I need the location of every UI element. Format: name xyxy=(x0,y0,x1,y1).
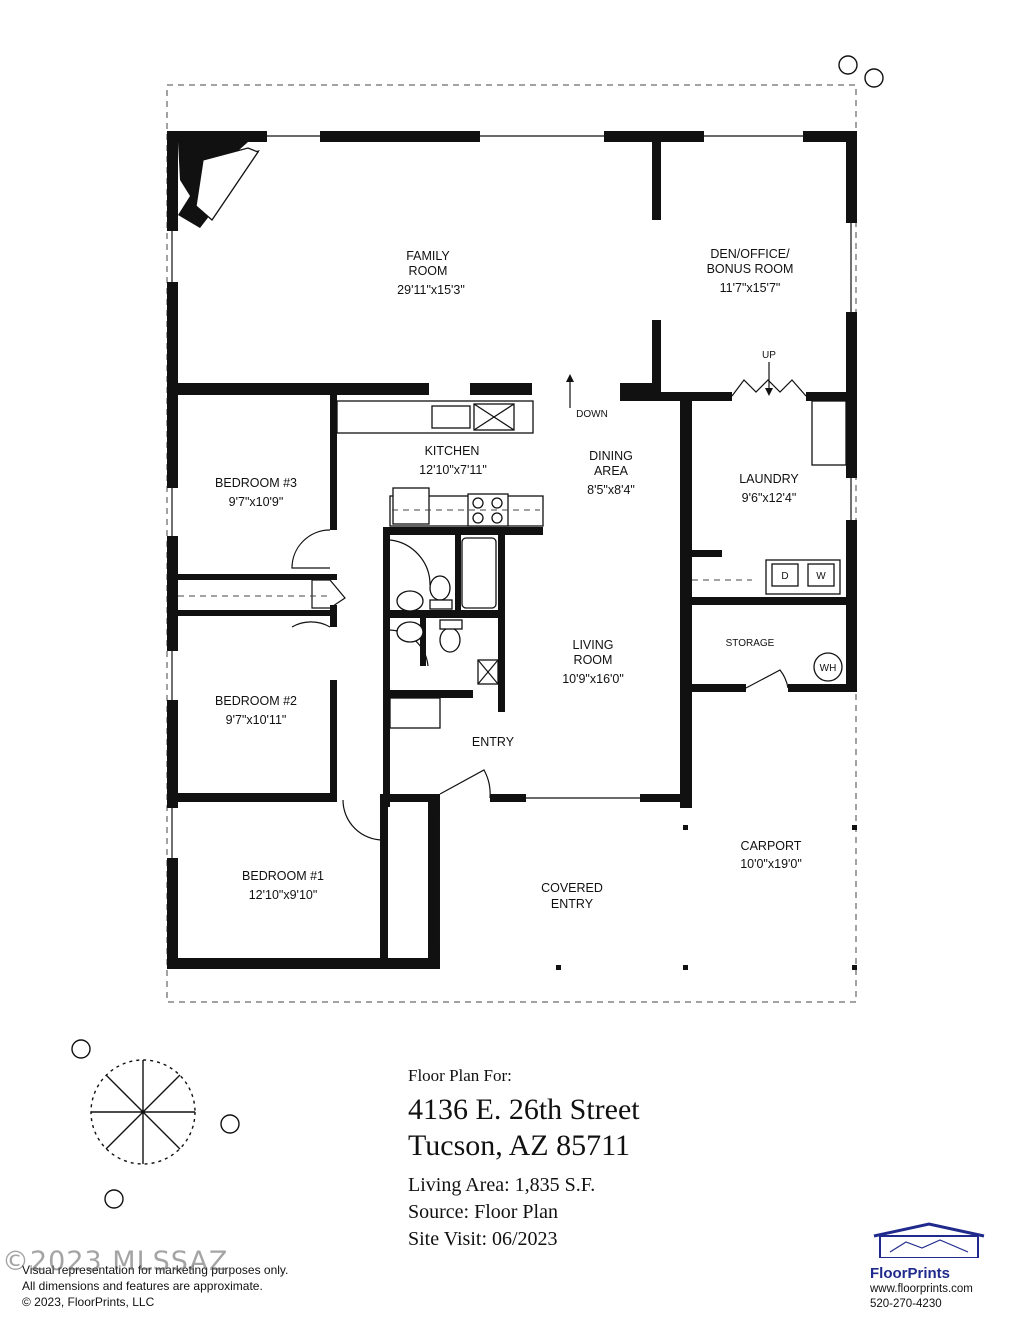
address-line-2: Tucson, AZ 85711 xyxy=(408,1129,630,1162)
dryer-marker: D xyxy=(781,571,788,582)
landscape-trees xyxy=(71,55,884,1209)
down-marker: DOWN xyxy=(576,409,608,420)
floorprints-logo: FloorPrints www.floorprints.com 520-270-… xyxy=(870,1222,1010,1312)
bedroom2-dims: 9'7"x10'11" xyxy=(226,713,287,727)
door-swings xyxy=(291,379,807,950)
water-heater-marker: WH xyxy=(820,663,837,674)
disclaimer-line-1: Visual representation for marketing purp… xyxy=(22,1263,289,1277)
up-marker: UP xyxy=(762,350,776,361)
fixtures xyxy=(178,362,847,729)
source: Source: Floor Plan xyxy=(408,1201,558,1223)
site-visit: Site Visit: 06/2023 xyxy=(408,1228,558,1250)
den-room-dims: 11'7"x15'7" xyxy=(720,281,781,295)
covered-entry-name-2: ENTRY xyxy=(551,897,594,911)
carport-dims: 10'0"x19'0" xyxy=(740,857,802,871)
bedroom2-name: BEDROOM #2 xyxy=(215,694,297,708)
kitchen-dims: 12'10"x7'11" xyxy=(419,463,487,477)
living-room-name-2: ROOM xyxy=(574,653,613,667)
covered-entry-name: COVERED xyxy=(541,881,603,895)
website[interactable]: www.floorprints.com xyxy=(870,1283,973,1295)
bedroom1-name: BEDROOM #1 xyxy=(242,869,324,883)
entry-name: ENTRY xyxy=(472,735,515,749)
washer-marker: W xyxy=(816,571,826,582)
living-area: Living Area: 1,835 S.F. xyxy=(408,1174,596,1196)
room-labels: FAMILY ROOM 29'11"x15'3" DEN/OFFICE/ BON… xyxy=(215,247,836,911)
interior-walls xyxy=(167,142,857,969)
carport-name: CARPORT xyxy=(741,839,802,853)
living-room-dims: 10'9"x16'0" xyxy=(562,672,624,686)
floor-plan-intro: Floor Plan For: xyxy=(408,1066,512,1085)
bedroom3-name: BEDROOM #3 xyxy=(215,476,297,490)
laundry-dims: 9'6"x12'4" xyxy=(742,491,797,505)
family-room-name: FAMILY xyxy=(406,249,450,263)
laundry-name: LAUNDRY xyxy=(739,472,799,486)
disclaimer-line-2: All dimensions and features are approxim… xyxy=(22,1279,263,1293)
bedroom1-dims: 12'10"x9'10" xyxy=(249,888,318,902)
den-room-name-2: BONUS ROOM xyxy=(707,262,794,276)
address-line-1: 4136 E. 26th Street xyxy=(408,1093,640,1126)
dining-name-2: AREA xyxy=(594,464,629,478)
family-room-name-2: ROOM xyxy=(409,264,448,278)
bedroom3-dims: 9'7"x10'9" xyxy=(229,495,284,509)
copyright: © 2023, FloorPrints, LLC xyxy=(22,1295,155,1309)
storage-name: STORAGE xyxy=(726,638,775,649)
house-logo-icon xyxy=(873,1222,985,1259)
disclaimer: Visual representation for marketing purp… xyxy=(22,1262,288,1310)
family-room-dims: 29'11"x15'3" xyxy=(397,283,465,297)
dining-dims: 8'5"x8'4" xyxy=(587,483,635,497)
carport-posts xyxy=(556,825,857,970)
brand-name: FloorPrints xyxy=(870,1265,951,1282)
dining-name: DINING xyxy=(589,449,633,463)
phone-number: 520-270-4230 xyxy=(870,1298,942,1310)
den-room-name: DEN/OFFICE/ xyxy=(710,247,790,261)
living-room-name: LIVING xyxy=(573,638,614,652)
property-info: Floor Plan For: 4136 E. 26th Street Tucs… xyxy=(408,1066,828,1253)
mls-watermark: ©2023 MLSSAZ xyxy=(2,1246,229,1277)
kitchen-name: KITCHEN xyxy=(425,444,480,458)
info-details: Living Area: 1,835 S.F. Source: Floor Pl… xyxy=(408,1172,828,1253)
